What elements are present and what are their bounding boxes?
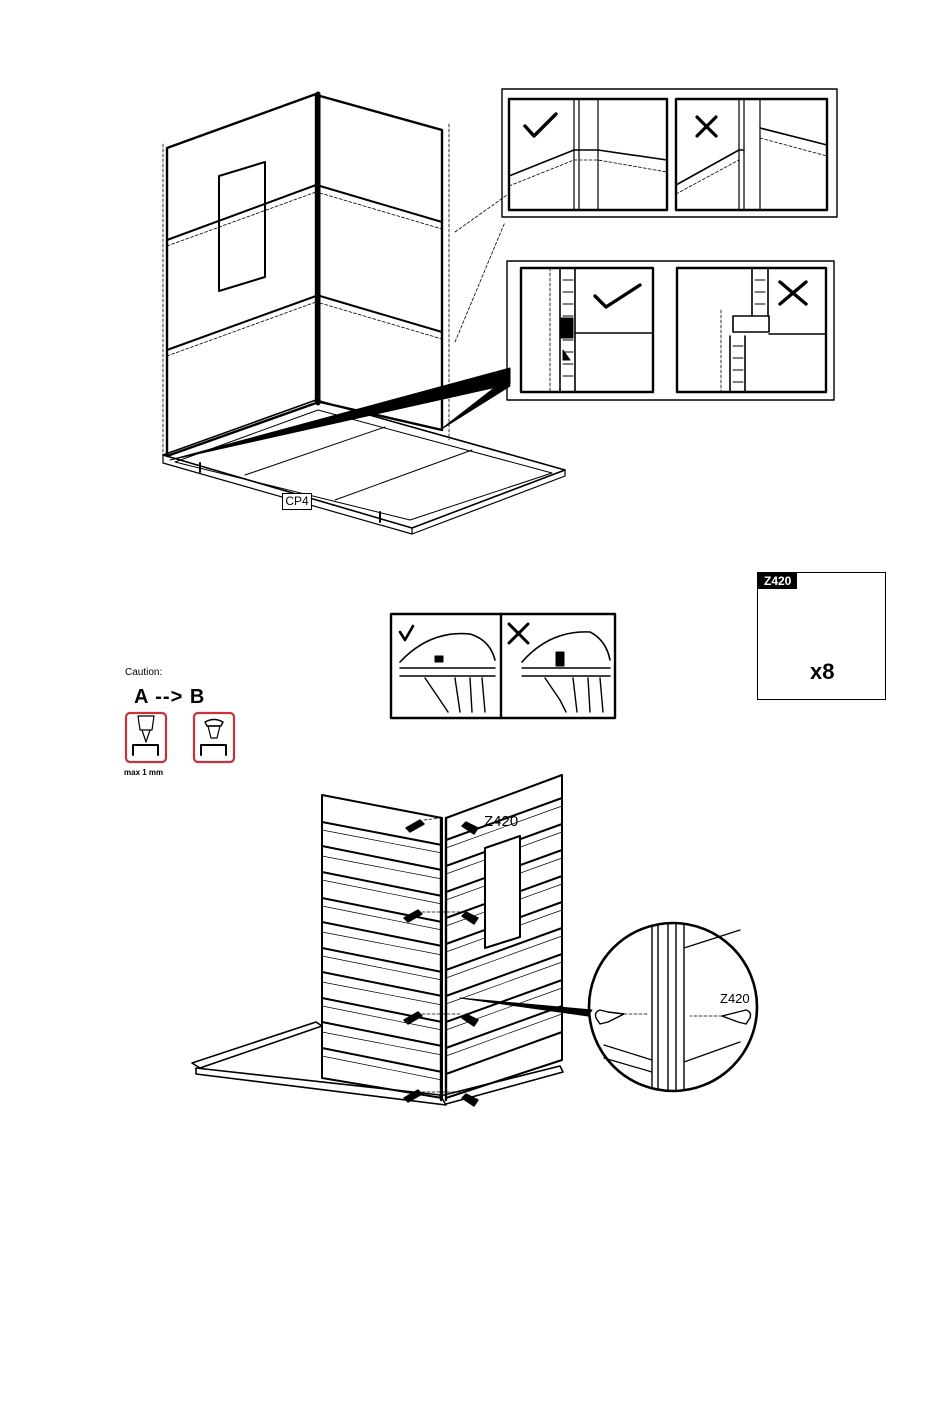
- lower-wall-assembly: [192, 775, 592, 1106]
- screw-icon: [404, 1012, 462, 1024]
- screw-icon: [690, 1010, 751, 1024]
- screw-depth-panel: [391, 614, 615, 718]
- screw-depth-wrong: [509, 624, 610, 712]
- alignment-correct: [509, 99, 667, 210]
- cross-mark-icon: [509, 624, 528, 643]
- screw-icon: [406, 818, 440, 832]
- floor-frame: [163, 400, 565, 534]
- left-planked-panel: [322, 795, 442, 1098]
- check-mark-icon: [595, 285, 640, 307]
- ab-sequence: A --> B: [134, 686, 205, 709]
- max-depth-label: max 1 mm: [124, 768, 163, 777]
- detail-box-profile: [507, 261, 834, 400]
- screw-icon: [462, 1014, 478, 1026]
- upper-wall-assembly: [163, 94, 565, 534]
- check-mark-icon: [525, 114, 556, 136]
- right-wall-panel: [320, 96, 449, 440]
- part-callout-detail: Z420: [720, 991, 750, 1006]
- profile-wrong: [677, 268, 826, 392]
- screw-icon: [462, 912, 478, 924]
- part-box: Z420 x8: [757, 572, 886, 700]
- magnified-detail: [589, 923, 757, 1091]
- screw-depth-correct: [400, 626, 495, 712]
- floor-rail: [192, 1022, 563, 1105]
- detail-leaders: [170, 195, 510, 460]
- cross-mark-icon: [697, 117, 716, 136]
- cp4-label: CP4: [282, 493, 312, 510]
- left-wall-panel: [163, 94, 318, 460]
- caution-label: Caution:: [125, 667, 162, 678]
- part-quantity: x8: [810, 659, 834, 685]
- drill-bit-icon: [133, 716, 158, 755]
- profile-correct: [521, 268, 653, 392]
- screw-icon: [201, 720, 226, 756]
- detail-box-alignment: [502, 89, 837, 217]
- alignment-wrong: [676, 99, 827, 210]
- part-code: Z420: [758, 573, 797, 589]
- check-mark-icon: [400, 626, 413, 640]
- cross-mark-icon: [780, 282, 806, 304]
- part-callout-main: Z420: [484, 813, 518, 830]
- caution-icons: [126, 713, 234, 762]
- screw-icon: [596, 1010, 649, 1024]
